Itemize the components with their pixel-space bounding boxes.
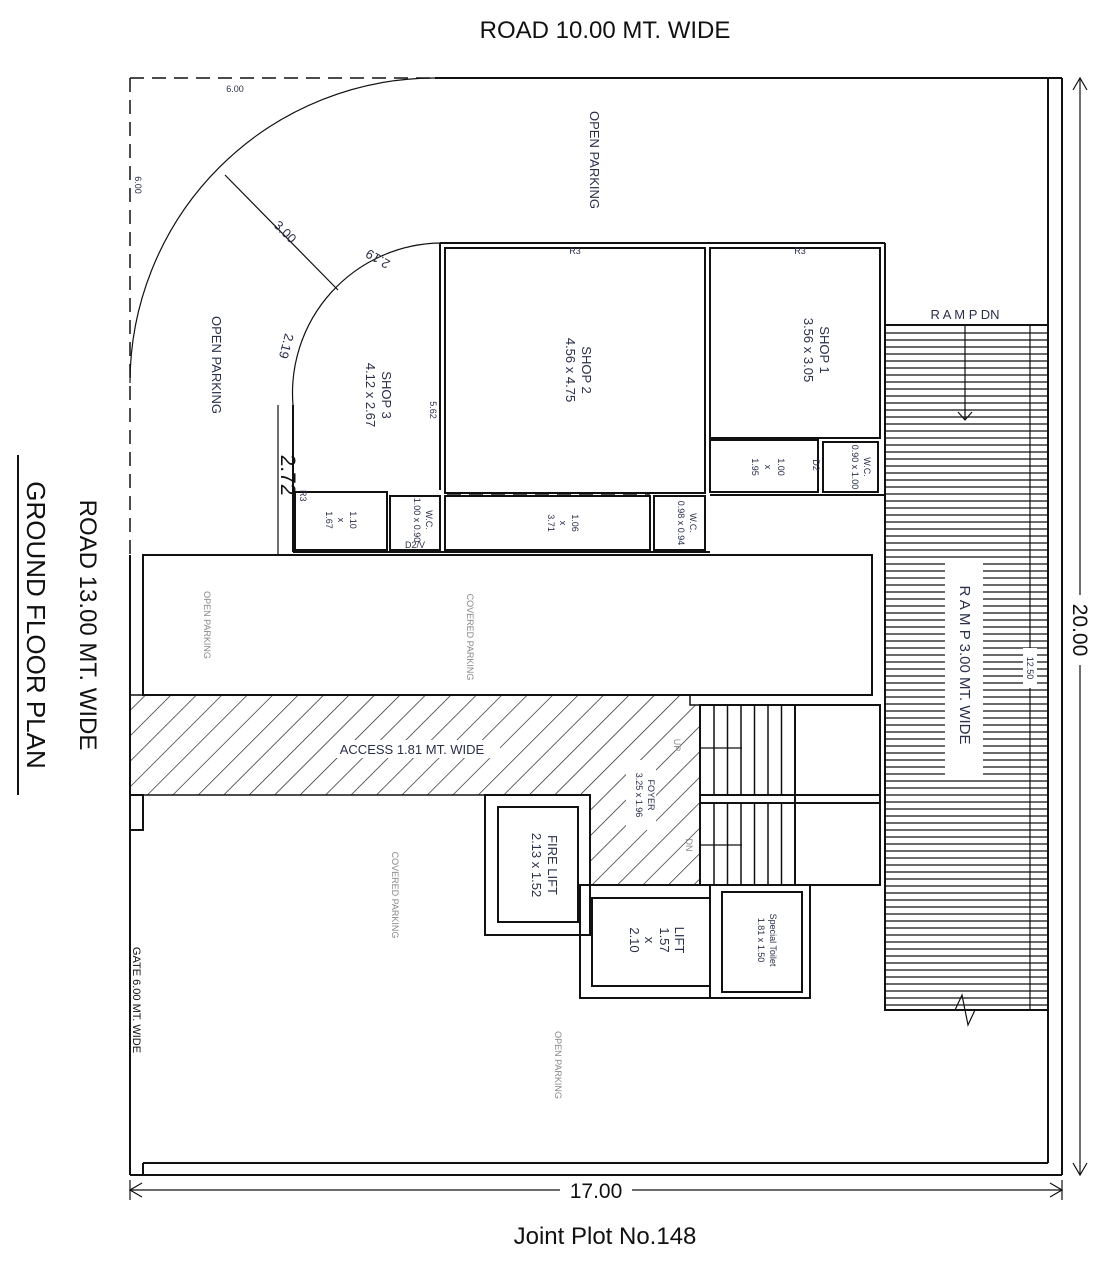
width-dimension: 17.00 — [128, 1180, 1064, 1203]
covered-parking-band — [142, 554, 873, 696]
ramp-dn-label: R A M P DN — [930, 307, 999, 322]
shop1-wc-name: W.C. — [862, 457, 872, 477]
open-parking-low: OPEN PARKING — [553, 1031, 563, 1099]
shop1-back-a: 1.00 — [776, 458, 786, 476]
stair-dn-label: DN — [684, 839, 694, 852]
foyer-name: FOYER — [646, 779, 656, 811]
access-label: ACCESS 1.81 MT. WIDE — [340, 742, 485, 757]
shop2-wc-size: 0.98 x 0.94 — [676, 501, 686, 546]
covered-parking-band-label: COVERED PARKING — [465, 594, 475, 681]
shop-1[interactable]: SHOP 1 3.56 x 3.05 — [801, 318, 832, 382]
shop1-size: 3.56 x 3.05 — [801, 318, 816, 382]
shop1-wc-size: 0.90 x 1.00 — [850, 445, 860, 490]
shop3-wc-name: W.C. — [424, 510, 434, 530]
shop2-back-b: 3.71 — [546, 514, 556, 532]
open-parking-band: OPEN PARKING — [202, 591, 212, 659]
plan-title: GROUND FLOOR PLAN — [21, 481, 51, 769]
lift-name: LIFT — [672, 927, 687, 954]
height-dimension: 20.00 — [1068, 76, 1094, 1177]
radius-dim: 3.00 — [271, 218, 300, 247]
open-parking-top: OPEN PARKING — [587, 111, 602, 209]
lift-a: 1.57 — [657, 927, 672, 952]
top-road-label: ROAD 10.00 MT. WIDE — [480, 17, 731, 44]
access-path — [129, 694, 701, 886]
toilet-size: 1.81 x 1.50 — [756, 918, 766, 963]
shop2-tag: R3 — [569, 246, 581, 256]
ramp — [884, 324, 1049, 1027]
covered-parking-low: COVERED PARKING — [390, 852, 400, 939]
width-dim: 17.00 — [570, 1180, 623, 1203]
height-dim: 20.00 — [1068, 604, 1091, 657]
fire-lift: FIRE LIFT 2.13 x 1.52 — [484, 794, 591, 936]
shop2-wc-name: W.C. — [688, 513, 698, 533]
arc-dim-1: 2.19 — [363, 246, 392, 272]
special-toilet: Special Toilet 1.81 x 1.50 — [709, 884, 811, 999]
shop-2[interactable]: SHOP 2 4.56 x 4.75 — [563, 338, 594, 402]
wall-dim: 5.62 — [428, 401, 438, 419]
stair-up-label: UP — [672, 739, 682, 752]
shop3-tag: R3 — [298, 490, 308, 502]
shop2-size: 4.56 x 4.75 — [563, 338, 578, 402]
shop3-name: SHOP 3 — [379, 371, 394, 418]
shop2-name: SHOP 2 — [579, 346, 594, 393]
staircase — [699, 704, 881, 886]
shop1-door: D2 — [811, 459, 821, 471]
lift-x: x — [642, 937, 657, 944]
shop1-back-b: 1.95 — [750, 458, 760, 476]
toilet-name: Special Toilet — [768, 914, 778, 967]
shop2-back-a: 1.06 — [570, 514, 580, 532]
corner-top-dim: 6.00 — [226, 84, 244, 94]
shop3-back-a: 1.10 — [348, 511, 358, 529]
inner-corner-arc — [291, 242, 441, 406]
foyer-size: 3.25 x 1.96 — [634, 773, 644, 818]
shop-3[interactable]: SHOP 3 4.12 x 2.67 — [363, 363, 394, 427]
shop3-back-b: 1.67 — [324, 511, 334, 529]
shop1-name: SHOP 1 — [817, 326, 832, 373]
lift: LIFT 1.57 x 2.10 — [579, 884, 711, 999]
shop1-tag: R3 — [794, 246, 806, 256]
fire-lift-name: FIRE LIFT — [545, 835, 560, 895]
lift-b: 2.10 — [627, 927, 642, 952]
shop3-wc-size: 1.00 x 0.90 — [412, 498, 422, 543]
side-dim: 2.72 — [276, 455, 299, 496]
shop1-back-x: x — [763, 465, 773, 470]
corner-left-dim: 6.00 — [133, 176, 143, 194]
shop3-wc-door: D2/V — [405, 540, 425, 550]
shop3-back-x: x — [336, 518, 346, 523]
shop2-back-x: x — [558, 521, 568, 526]
left-road-label: ROAD 13.00 MT. WIDE — [74, 500, 101, 751]
outer-corner-arc — [129, 77, 436, 384]
fire-lift-size: 2.13 x 1.52 — [529, 833, 544, 897]
open-parking-left: OPEN PARKING — [209, 316, 224, 414]
gate-label: GATE 6.00 MT. WIDE — [130, 947, 142, 1053]
plot-label: Joint Plot No.148 — [514, 1223, 697, 1250]
shop3-size: 4.12 x 2.67 — [363, 363, 378, 427]
ramp-label: R A M P 3.00 MT. WIDE — [956, 586, 973, 745]
ramp-length-dim: 12.50 — [1025, 657, 1035, 680]
arc-dim-2: 2.19 — [276, 332, 297, 360]
